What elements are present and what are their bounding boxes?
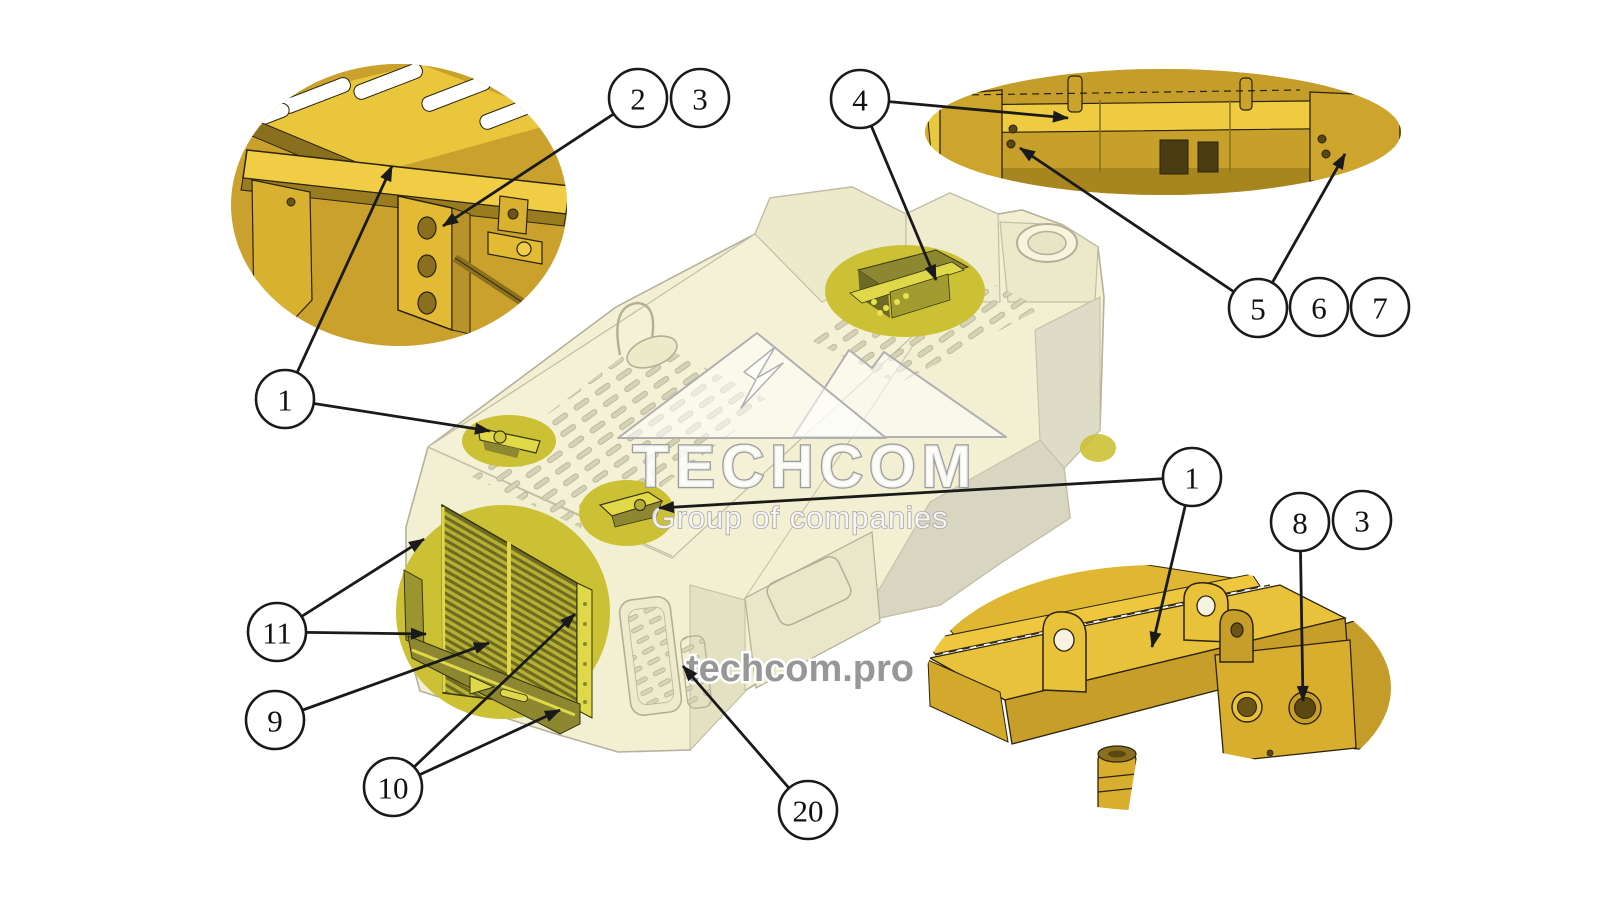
callout-balloon[interactable] [1227,277,1289,339]
watermark-tagline: Group of companies [651,500,948,535]
callout-balloon[interactable] [829,68,891,130]
callout-balloon[interactable] [362,756,424,818]
callout-2[interactable]: 2 [607,67,669,129]
callout-layer: 1 2 3 4 5 6 7 8 3 1 9 10 11 20 [244,67,1411,841]
callout-number: 7 [1372,291,1388,326]
mount-lug [1183,582,1229,643]
callout-balloon[interactable] [246,601,308,663]
callout-number: 3 [692,82,708,117]
ring-opening [1016,223,1078,263]
callout-20[interactable]: 20 [777,779,839,841]
callout-6[interactable]: 6 [1288,276,1350,338]
mount-lug [1042,611,1087,693]
callout-balloon[interactable] [254,368,316,430]
callout-9[interactable]: 9 [244,689,306,751]
callout-number: 10 [378,771,409,806]
callout-1-right[interactable]: 1 [1161,446,1223,508]
detail-view-frame-corner [231,64,567,346]
bolt-holes [417,216,437,315]
callout-number: 11 [262,616,292,651]
callout-7[interactable]: 7 [1349,276,1411,338]
callout-number: 5 [1250,292,1266,327]
callout-number: 1 [277,383,293,418]
callout-balloon[interactable] [777,779,839,841]
antenna-loop [616,301,655,356]
callout-number: 8 [1292,506,1308,541]
callout-10[interactable]: 10 [362,756,424,818]
callout-balloon[interactable] [1161,446,1223,508]
side-vent-door [618,595,712,716]
callout-3-top[interactable]: 3 [669,67,731,129]
callout-number: 2 [630,82,646,117]
callout-number: 3 [1354,504,1370,539]
callout-8[interactable]: 8 [1269,491,1331,553]
leader-arrow-20 [681,665,810,811]
callout-11[interactable]: 11 [246,601,308,663]
leader-arrow-9 [274,641,490,722]
leader-arrow-1 [658,475,1193,514]
mount-lug [1219,609,1254,663]
grating-slots [250,64,549,130]
watermark-site: techcom.pro [686,648,914,690]
callout-4[interactable]: 4 [829,68,891,130]
highlight-hood-hinge [579,480,675,546]
callout-number: 4 [852,83,868,118]
mountain-logo [617,332,1007,439]
callout-balloon[interactable] [1349,276,1411,338]
detail-view-support-beam [925,69,1401,195]
counterbore-holes [1231,691,1322,757]
oval-hatch [626,335,678,369]
callout-number: 20 [793,794,824,829]
leader-arrow-1 [283,165,394,400]
leader-arrow-4 [859,97,1069,123]
highlight-rear-bracket [1080,434,1116,462]
callout-5[interactable]: 5 [1227,277,1289,339]
watermark-brand: TECHCOM [632,433,977,500]
callout-1-left[interactable]: 1 [254,368,316,430]
leader-arrow-4 [858,98,938,281]
callout-number: 6 [1311,291,1327,326]
highlight-hood-latch [462,415,556,467]
detail-view-mount-bracket [923,565,1391,811]
callout-balloon[interactable] [1288,276,1350,338]
callout-number: 1 [1184,461,1200,496]
callout-number: 9 [267,704,283,739]
callout-balloon[interactable] [607,67,669,129]
hinge-pin [1097,745,1137,811]
leader-arrow-10 [392,708,561,789]
leader-arrow-2 [442,96,639,228]
mount-bolts [1006,124,1331,159]
leader-arrow-1 [284,397,491,435]
callout-balloon[interactable] [244,689,306,751]
highlight-radiator-grille [396,503,610,735]
callout-balloon[interactable] [669,67,731,129]
leader-arrow-10 [392,612,576,789]
callout-balloon[interactable] [1269,491,1331,553]
leader-arrow-5 [1019,146,1259,310]
highlight-battery-box [825,245,985,337]
callout-balloon[interactable] [1331,489,1393,551]
floor-hatch [766,556,852,626]
callout-3-right[interactable]: 3 [1331,489,1393,551]
watermark: TECHCOM Group of companies [617,332,1007,536]
